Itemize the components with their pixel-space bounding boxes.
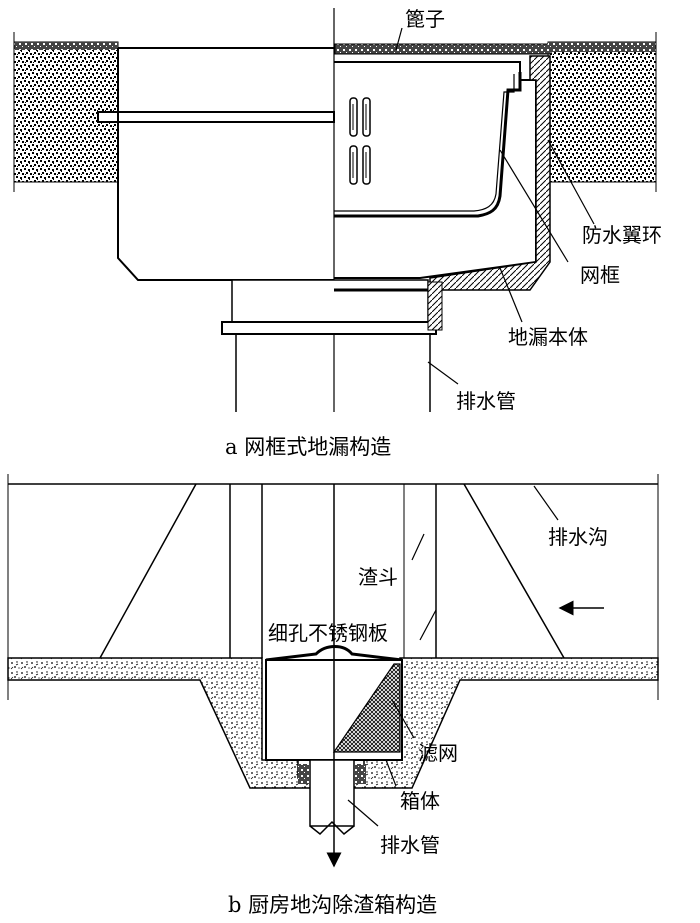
label-mesh-frame: 网框 (580, 263, 620, 287)
label-perforated-plate: 细孔不锈钢板 (268, 621, 388, 645)
label-drain-trench: 排水沟 (548, 525, 608, 549)
diagram-b-slag-box (7, 474, 659, 868)
label-drain-pipe-b: 排水管 (380, 833, 440, 857)
label-box-body: 箱体 (400, 789, 440, 813)
label-grate: 篦子 (405, 7, 445, 31)
outlet-pipe-b (309, 759, 355, 827)
diagram-a-floor-drain (13, 8, 657, 412)
floor-slab-top-left-strip (14, 42, 118, 50)
grate-strip (334, 43, 552, 55)
caption-a: a 网框式地漏构造 (225, 435, 391, 459)
drain-body-left-outline (117, 48, 334, 281)
floor-slab-top-right-strip (548, 42, 656, 52)
label-slag-hopper: 渣斗 (358, 565, 398, 589)
diagram-b-labels: 排水沟 渣斗 细孔不锈钢板 滤网 箱体 排水管 b 厨房地沟除渣箱构造 (228, 485, 608, 917)
waterproof-flange-ring (429, 55, 551, 291)
label-drain-pipe-a: 排水管 (456, 389, 516, 413)
caption-b: b 厨房地沟除渣箱构造 (228, 893, 437, 917)
mesh-frame (334, 72, 522, 218)
pipe-collar (221, 321, 437, 335)
drain-body-hatched-wall (427, 281, 443, 331)
filter-screen (332, 663, 401, 753)
outlet-neck (231, 279, 429, 325)
diagram-a-labels: 篦子 防水翼环 网框 地漏本体 排水管 a 网框式地漏构造 (225, 7, 662, 459)
label-waterproof-flange: 防水翼环 (582, 223, 662, 247)
label-filter-screen: 滤网 (418, 741, 458, 765)
flange-bar-left (97, 111, 335, 123)
slag-hopper (99, 483, 565, 659)
grate-slots (349, 97, 371, 185)
label-drain-body: 地漏本体 (508, 325, 588, 349)
floor-slab-right (547, 41, 657, 183)
